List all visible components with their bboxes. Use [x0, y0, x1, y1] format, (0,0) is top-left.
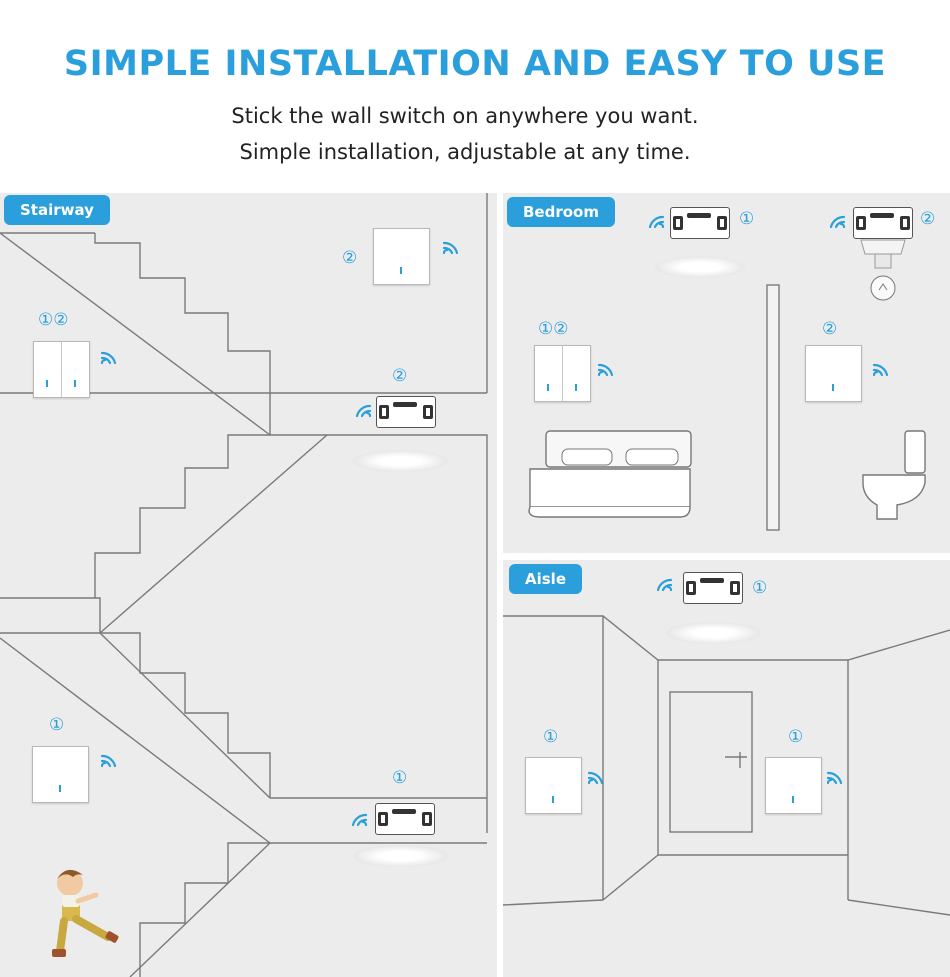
- wall-switch-single[interactable]: [32, 746, 89, 803]
- wireless-relay-receiver-icon: [853, 207, 913, 239]
- switch-led-right: [74, 380, 76, 387]
- wifi-signal-icon: [597, 363, 614, 377]
- bedroom-line-art: [766, 284, 780, 531]
- subtitle-line-1: Stick the wall switch on anywhere you wa…: [231, 104, 699, 128]
- wireless-relay-receiver-icon: [670, 207, 730, 239]
- marker-2: ②: [342, 248, 358, 268]
- marker-2: ②: [822, 319, 838, 339]
- wall-switch-double[interactable]: [33, 341, 90, 398]
- marker-1-2: ①②: [38, 310, 69, 330]
- switch-led: [792, 796, 794, 803]
- wall-switch-single[interactable]: [765, 757, 822, 814]
- stairway-panel: Stairway ② ①② ② ① ①: [0, 193, 497, 977]
- marker-2: ②: [392, 366, 408, 386]
- switch-led-left: [46, 380, 48, 387]
- wifi-signal-icon: [872, 363, 889, 377]
- marker-1: ①: [739, 209, 755, 229]
- switch-led: [400, 267, 402, 274]
- switch-led: [552, 796, 554, 803]
- wireless-relay-receiver-icon: [375, 803, 435, 835]
- wifi-signal-icon: [100, 754, 117, 768]
- tag-bedroom: Bedroom: [507, 197, 619, 231]
- wifi-signal-icon: [100, 351, 117, 365]
- ceiling-lamp-icon: [353, 845, 448, 867]
- marker-1: ①: [752, 578, 768, 598]
- aisle-line-art: [503, 615, 950, 916]
- switch-led-left: [547, 384, 549, 391]
- bedroom-panel: Bedroom ① ② ①② ②: [503, 193, 950, 553]
- wall-switch-single[interactable]: [373, 228, 430, 285]
- wifi-signal-icon: [587, 771, 604, 785]
- marker-1: ①: [788, 727, 804, 747]
- wifi-signal-icon: [826, 771, 843, 785]
- marker-2: ②: [920, 209, 936, 229]
- ceiling-lamp-icon: [666, 622, 761, 644]
- marker-1-2: ①②: [538, 319, 569, 339]
- bed-icon: [528, 430, 692, 518]
- marker-1: ①: [392, 768, 408, 788]
- wifi-signal-icon: [648, 215, 665, 229]
- tag-aisle: Aisle: [509, 564, 586, 598]
- subtitle-line-2: Simple installation, adjustable at any t…: [239, 140, 691, 164]
- stairway-line-art: [0, 193, 488, 977]
- page-title: SIMPLE INSTALLATION AND EASY TO USE: [63, 44, 887, 84]
- switch-led: [832, 384, 834, 391]
- wall-switch-single[interactable]: [525, 757, 582, 814]
- toilet-icon: [862, 430, 926, 520]
- ceiling-lamp-icon: [655, 256, 745, 278]
- switch-led-right: [575, 384, 577, 391]
- wifi-signal-icon: [351, 813, 368, 827]
- wifi-signal-icon: [829, 215, 846, 229]
- wall-switch-single[interactable]: [805, 345, 862, 402]
- wifi-signal-icon: [355, 404, 372, 418]
- wireless-relay-receiver-icon: [683, 572, 743, 604]
- switch-led: [59, 785, 61, 792]
- wifi-signal-icon: [656, 578, 673, 592]
- walking-child-icon: [52, 869, 119, 957]
- aisle-panel: Aisle ① ① ①: [503, 560, 950, 977]
- light-bulb-icon: [860, 239, 906, 301]
- marker-1: ①: [49, 715, 65, 735]
- tag-stairway: Stairway: [4, 195, 114, 229]
- marker-1: ①: [543, 727, 559, 747]
- wifi-signal-icon: [442, 241, 459, 255]
- wall-switch-double[interactable]: [534, 345, 591, 402]
- wireless-relay-receiver-icon: [376, 396, 436, 428]
- ceiling-lamp-icon: [353, 450, 448, 472]
